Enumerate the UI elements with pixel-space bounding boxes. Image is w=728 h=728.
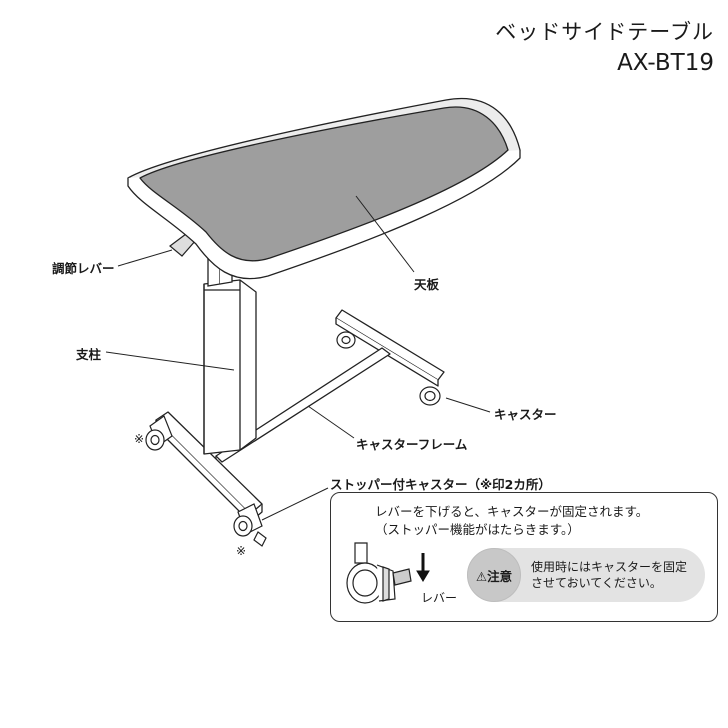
label-tabletop: 天板: [414, 277, 440, 292]
note-line-2: （ストッパー機能がはたらきます。）: [375, 522, 580, 537]
lever-label: レバー: [421, 591, 458, 605]
note-line-1: レバーを下げると、キャスターが固定されます。: [375, 504, 649, 519]
note-text: レバーを下げると、キャスターが固定されます。 （ストッパー機能がはたらきます。）: [375, 503, 648, 539]
front-caster-right: [233, 503, 267, 547]
post: [203, 279, 257, 455]
label-adjust-lever: 調節レバー: [52, 261, 115, 276]
caution-text: 使用時にはキャスターを固定 させておいてください。: [531, 559, 687, 591]
caution-line-2: させておいてください。: [531, 576, 662, 590]
caster-lever-illustration: [346, 542, 430, 604]
tabletop: [127, 97, 521, 280]
caution-badge: ⚠注意: [467, 548, 521, 602]
asterisk-mark-right: ※: [236, 544, 247, 558]
leader-lines: [105, 195, 491, 521]
back-caster-right: [419, 386, 441, 406]
label-caster: キャスター: [494, 407, 557, 422]
stopper-note-box: レバーを下げると、キャスターが固定されます。 （ストッパー機能がはたらきます。）…: [330, 492, 718, 622]
model-number: AX-BT19: [617, 50, 714, 76]
product-name: ベッドサイドテーブル: [495, 20, 714, 44]
label-stopper-caster: ストッパー付キャスター（※印2カ所）: [330, 477, 551, 492]
back-caster-left: [336, 331, 356, 349]
front-caster-left: [145, 415, 173, 451]
label-caster-frame: キャスターフレーム: [356, 437, 468, 452]
label-post: 支柱: [76, 347, 102, 362]
down-arrow-icon: [416, 553, 430, 582]
caution-line-1: 使用時にはキャスターを固定: [531, 560, 688, 574]
asterisk-mark-left: ※: [134, 432, 145, 446]
